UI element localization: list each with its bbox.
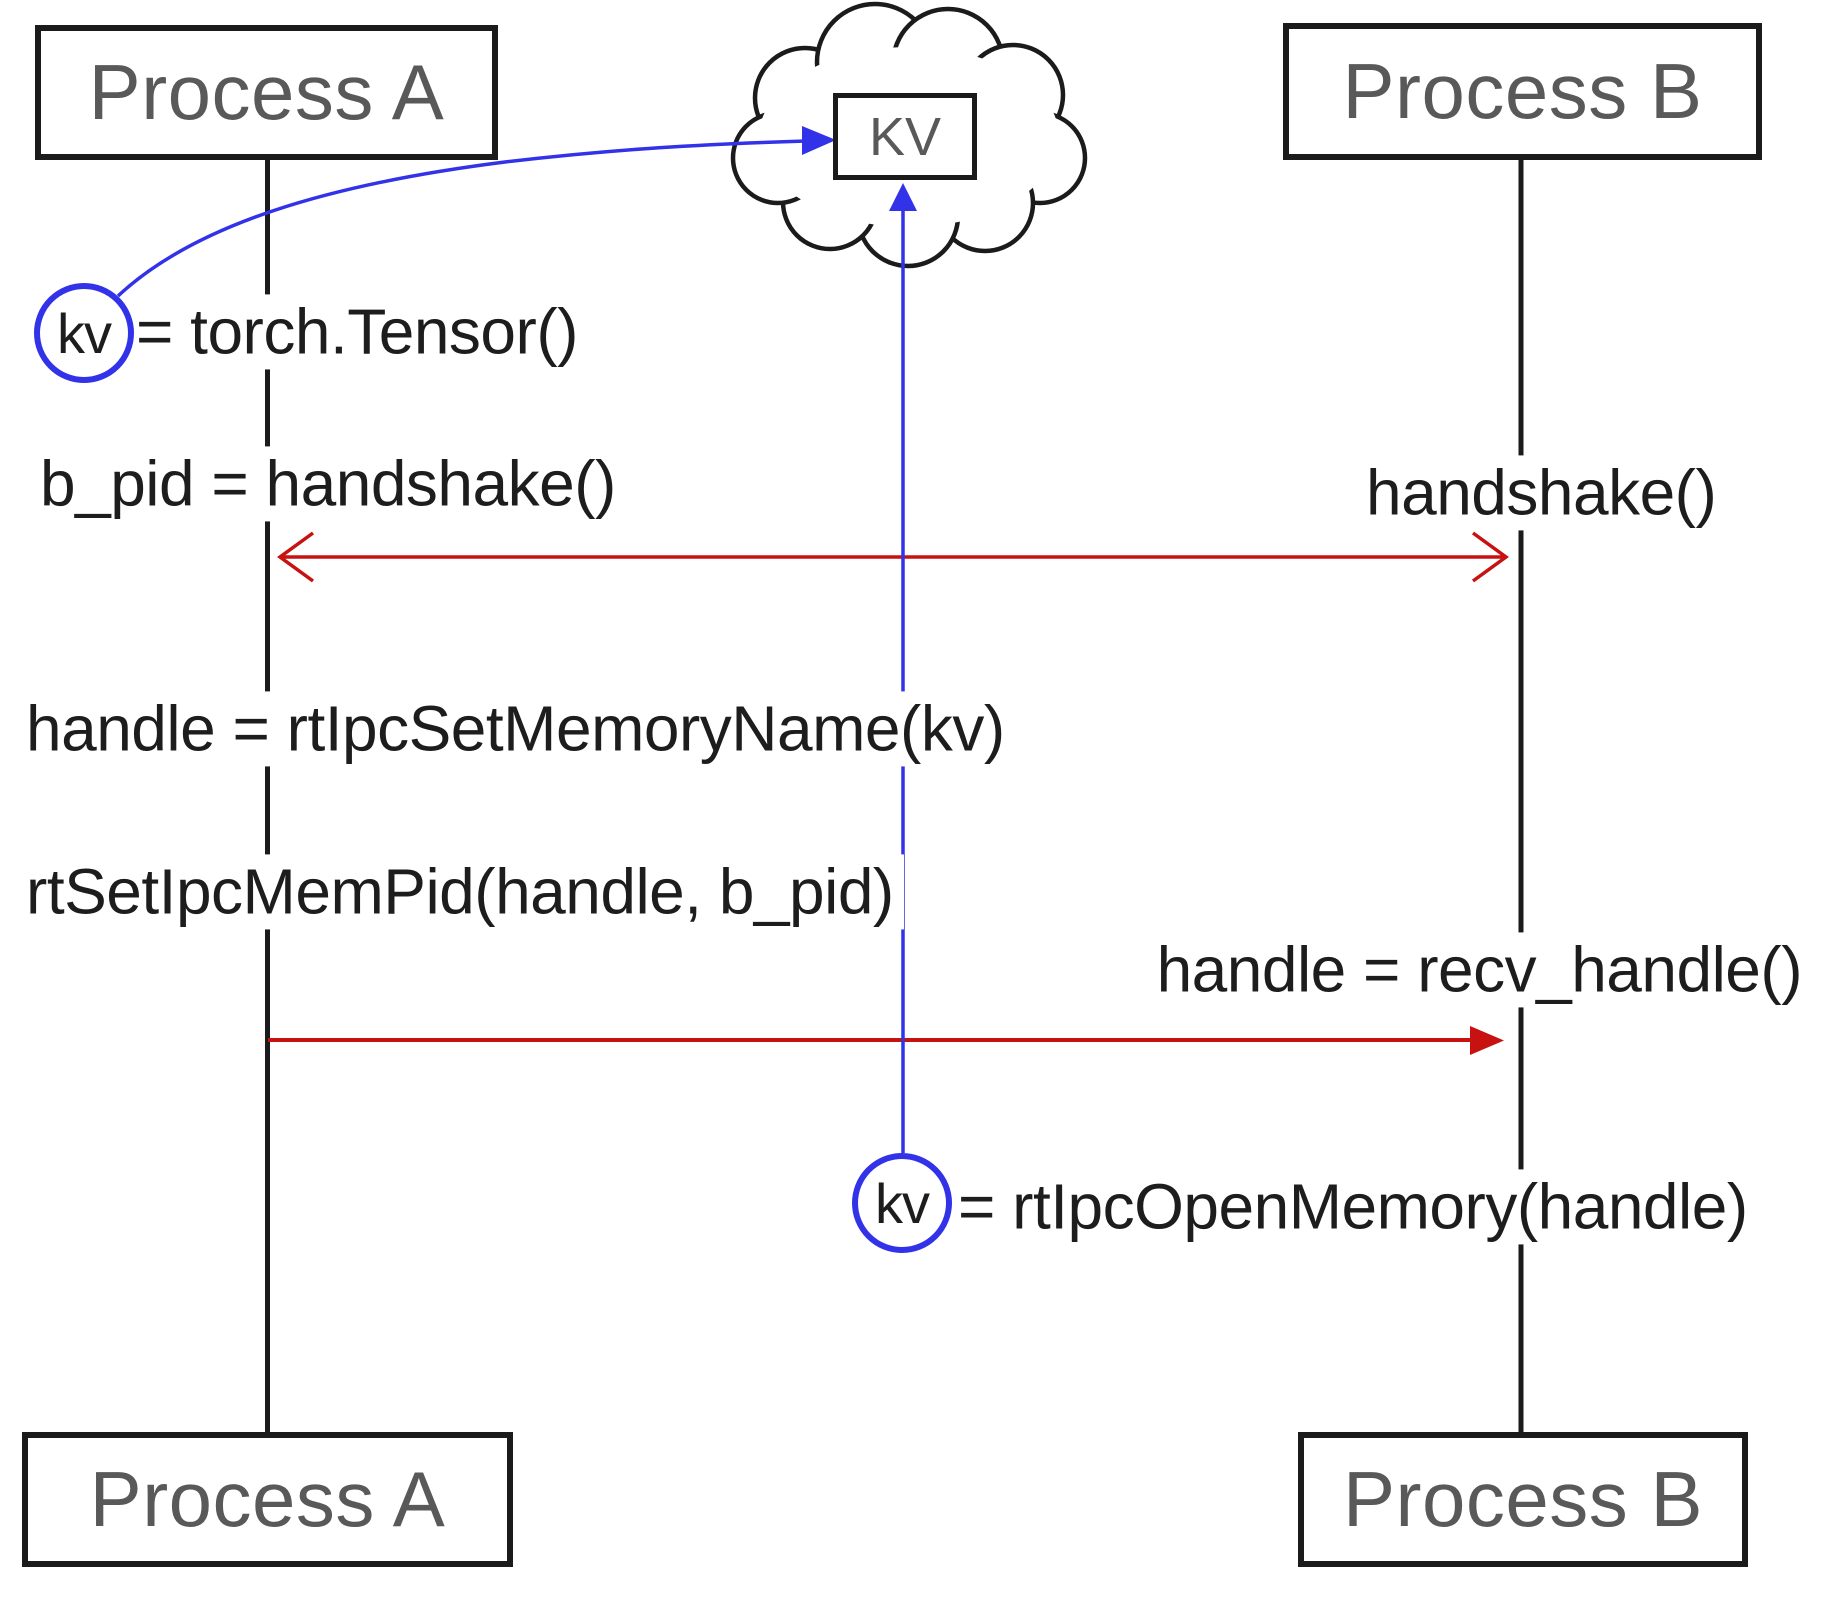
statement-bpid-handshake: b_pid = handshake() xyxy=(30,446,626,522)
kv-variable-b-label: kv xyxy=(875,1171,930,1235)
statement-handshake-b: handshake() xyxy=(1356,455,1727,531)
statement-set-memory-name: handle = rtIpcSetMemoryName(kv) xyxy=(16,691,1015,767)
send-handle-arrow xyxy=(268,1026,1504,1055)
process-a-bottom-label: Process A xyxy=(89,1455,446,1543)
kv-to-cloud-vertical-arrow xyxy=(889,183,917,1153)
statement-set-ipc-mem-pid: rtSetIpcMemPid(handle, b_pid) xyxy=(16,854,904,930)
kv-variable-circle-a: kv xyxy=(34,283,134,383)
process-a-top-label: Process A xyxy=(88,48,445,136)
statement-recv-handle: handle = recv_handle() xyxy=(1146,932,1812,1008)
process-b-bottom-box: Process B xyxy=(1298,1432,1748,1567)
process-a-bottom-box: Process A xyxy=(22,1432,513,1567)
kv-store-label: KV xyxy=(868,106,942,167)
process-a-top-box: Process A xyxy=(35,25,498,160)
statement-open-memory: = rtIpcOpenMemory(handle) xyxy=(948,1169,1758,1245)
kv-variable-circle-b: kv xyxy=(852,1153,952,1253)
process-b-bottom-label: Process B xyxy=(1343,1455,1703,1543)
process-b-top-label: Process B xyxy=(1342,47,1703,135)
kv-variable-a-label: kv xyxy=(57,301,112,365)
kv-to-cloud-curve-arrow xyxy=(116,126,836,298)
process-b-top-box: Process B xyxy=(1283,23,1762,160)
kv-store-box: KV xyxy=(833,93,977,180)
handshake-double-arrow xyxy=(277,531,1509,583)
statement-torch-tensor: = torch.Tensor() xyxy=(126,294,588,370)
